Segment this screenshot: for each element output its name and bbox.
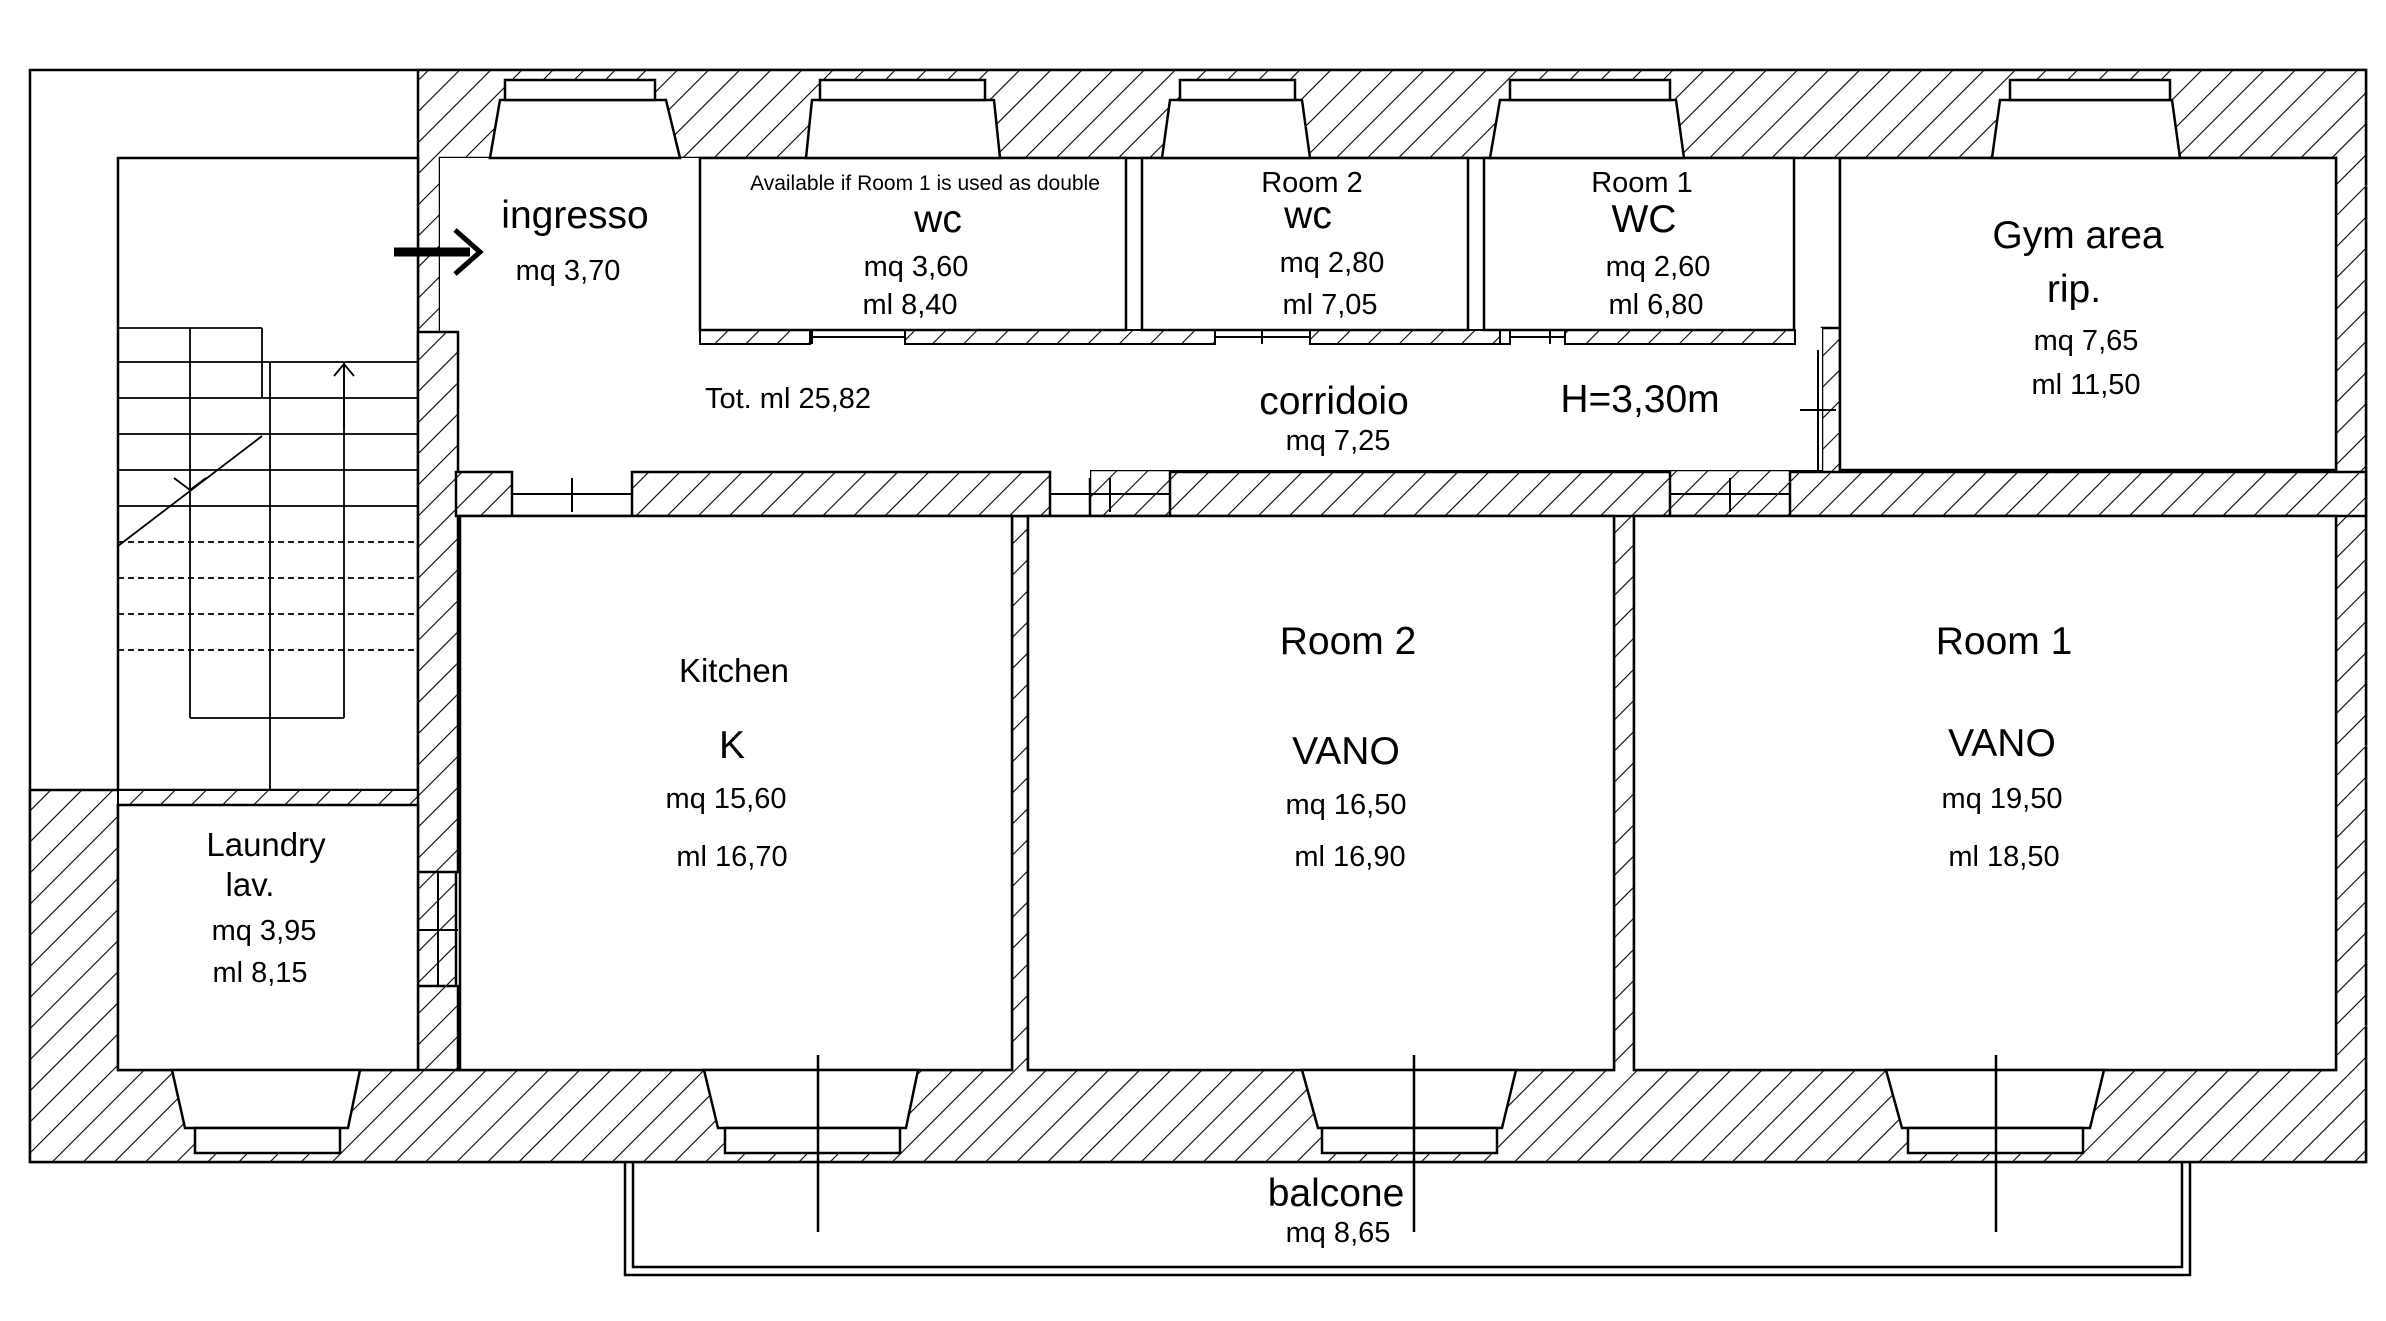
laundry-side-wall [416,984,460,1072]
corridor-wall-3 [1168,470,1672,518]
laundry-room [116,803,420,1072]
entry-arrow-icon [394,228,484,276]
laundry-title: Laundry [206,826,326,863]
stair-core [116,156,420,792]
laundry-area: mq 3,95 [212,915,317,947]
kitchen-room [458,514,1014,1072]
total-length: Tot. ml 25,82 [705,383,871,415]
balcony [623,1055,2192,1277]
gym-room [1838,156,2338,472]
ingresso-wall [416,330,460,874]
wc-b-area: mq 2,80 [1280,247,1385,279]
laundry-length: ml 8,15 [212,957,307,989]
wc-wall-3 [1309,329,1501,345]
gym-area: mq 7,65 [2034,325,2139,357]
wc-c-length: ml 6,80 [1608,289,1703,321]
kitchen-sub: K [719,724,745,767]
wc-a-label: wc [913,198,962,241]
corridoio-area: mq 7,25 [1286,425,1391,457]
kitchen-title: Kitchen [679,652,789,689]
stairs [117,327,418,790]
ceiling-height: H=3,30m [1560,378,1719,421]
room-labels: ingresso mq 3,70 Available if Room 1 is … [206,167,2164,1249]
wc-wall-4 [1499,329,1511,345]
room2-sub: VANO [1292,730,1400,773]
door-ticks [418,330,1836,986]
wc-a-note: Available if Room 1 is used as double [750,172,1100,195]
wc-wall-5 [1564,329,1796,345]
corridor-area [440,158,1822,478]
wc-c-area: mq 2,60 [1606,251,1711,283]
kitchen-length: ml 16,70 [676,841,787,873]
wc-a-area: mq 3,60 [864,251,969,283]
balcone-area: mq 8,65 [1286,1217,1391,1249]
room1-title: Room 1 [1936,620,2073,663]
wc-wall-2 [904,329,1216,345]
balcone-label: balcone [1268,1172,1405,1215]
wc-b-length: ml 7,05 [1282,289,1377,321]
corridor-wall-2 [630,470,1052,518]
room1-sub: VANO [1948,722,2056,765]
gym-sub: rip. [2047,268,2101,311]
room1-area: mq 19,50 [1942,783,2063,815]
wc-room-a [698,156,1128,332]
room-1 [1632,514,2338,1072]
wc-a-length: ml 8,40 [862,289,957,321]
gym-title: Gym area [1992,214,2164,257]
gym-length: ml 11,50 [2031,369,2140,401]
wc-c-label: WC [1612,198,1677,241]
room2-length: ml 16,90 [1294,841,1405,873]
room2-title: Room 2 [1280,620,1417,663]
wc-c-title: Room 1 [1591,167,1693,199]
wc-room-c [1482,156,1796,332]
laundry-sub: lav. [226,866,275,903]
room1-length: ml 18,50 [1948,841,2059,873]
wc-b-label: wc [1283,194,1332,237]
ingresso-label: ingresso [501,194,648,237]
corridor-wall-4 [1788,470,2368,518]
corridoio-label: corridoio [1259,380,1409,423]
wc-b-title: Room 2 [1261,167,1363,199]
wc-wall-1 [699,329,811,345]
kitchen-area: mq 15,60 [666,783,787,815]
stair-wall-strip [117,789,419,806]
ingresso-area: mq 3,70 [516,255,621,287]
room2-area: mq 16,50 [1286,789,1407,821]
corridor-wall-1 [454,470,514,518]
top-windows [488,78,2182,160]
room-2 [1026,514,1616,1072]
